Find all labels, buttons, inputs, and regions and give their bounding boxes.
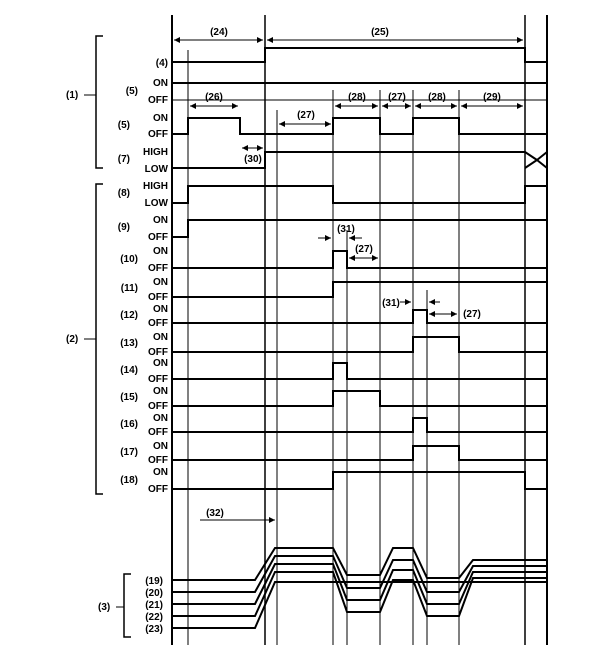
- row-label-r7-off: LOW: [145, 164, 169, 175]
- label-27c: (27): [355, 244, 373, 255]
- row-label-r13-off: OFF: [148, 347, 168, 358]
- row-labels: (4) (5) ON OFF (5) ON OFF (7) HIGH LOW (…: [118, 58, 169, 635]
- row-label-r18-off: OFF: [148, 484, 168, 495]
- wave-r14: [172, 362, 547, 380]
- waveforms: [172, 47, 548, 490]
- wave-r9: [172, 219, 547, 238]
- wave-r18: [172, 471, 547, 490]
- wave-r15: [172, 390, 547, 407]
- wave-r7: [172, 151, 548, 169]
- interval-labels: (24) (25) (26) (27) (28) (27) (28) (29) …: [205, 27, 501, 519]
- row-label-r13-num: (13): [120, 338, 138, 349]
- row-label-r9-off: OFF: [148, 232, 168, 243]
- row-label-r8-on: HIGH: [143, 181, 168, 192]
- row-label-r11-off: OFF: [148, 292, 168, 303]
- bracket-group-3: [123, 573, 131, 638]
- row-label-r4-num: (4): [156, 58, 168, 69]
- label-31a: (31): [337, 224, 355, 235]
- row-label-r12-off: OFF: [148, 318, 168, 329]
- wave-r13: [172, 336, 547, 353]
- wave-r12: [172, 309, 547, 324]
- label-30: (30): [244, 154, 262, 165]
- group-label-2: (2): [66, 334, 78, 345]
- curve-21: [172, 563, 547, 605]
- row-label-r12-on: ON: [153, 304, 168, 315]
- row-label-r16-num: (16): [120, 419, 138, 430]
- row-label-r18-on: ON: [153, 467, 168, 478]
- row-label-r10-num: (10): [120, 254, 138, 265]
- label-27b: (27): [388, 92, 406, 103]
- row-label-r5b-off: OFF: [148, 129, 168, 140]
- row-label-r16-off: OFF: [148, 427, 168, 438]
- bracket-group-1: [95, 35, 103, 169]
- row-label-r18-num: (18): [120, 475, 138, 486]
- row-label-r8-num: (8): [118, 188, 130, 199]
- label-31b: (31): [382, 298, 400, 309]
- wave-r17: [172, 445, 547, 461]
- dimension-arrows: [174, 37, 523, 523]
- row-label-r13-on: ON: [153, 332, 168, 343]
- row-label-r5b-num: (5): [118, 120, 130, 131]
- wave-r16: [172, 417, 547, 433]
- row-label-r17-num: (17): [120, 447, 138, 458]
- wave-r11: [172, 281, 547, 298]
- group-label-3: (3): [98, 602, 110, 613]
- curve-20: [172, 555, 547, 593]
- wave-r4: [172, 47, 547, 63]
- row-label-r7-on: HIGH: [143, 147, 168, 158]
- group-label-1: (1): [66, 90, 78, 101]
- row-label-r5a-num: (5): [126, 86, 138, 97]
- row-label-r17-on: ON: [153, 441, 168, 452]
- label-28a: (28): [348, 92, 366, 103]
- label-25: (25): [371, 27, 389, 38]
- label-32: (32): [206, 508, 224, 519]
- label-26: (26): [205, 92, 223, 103]
- label-27d: (27): [463, 309, 481, 320]
- row-label-r5a-on: ON: [153, 78, 168, 89]
- label-27a: (27): [297, 110, 315, 121]
- row-label-r16-on: ON: [153, 413, 168, 424]
- analog-curves: [172, 547, 547, 629]
- wave-r8: [172, 185, 547, 204]
- row-label-r14-num: (14): [120, 365, 138, 376]
- row-label-r11-on: ON: [153, 277, 168, 288]
- row-label-r9-on: ON: [153, 215, 168, 226]
- row-label-20: (20): [145, 588, 163, 599]
- label-29: (29): [483, 92, 501, 103]
- row-label-r15-on: ON: [153, 386, 168, 397]
- row-label-r10-on: ON: [153, 246, 168, 257]
- row-label-r5a-off: OFF: [148, 95, 168, 106]
- row-label-r7-num: (7): [118, 154, 130, 165]
- wave-r5b: [172, 117, 547, 135]
- row-label-r12-num: (12): [120, 310, 138, 321]
- row-label-r11-num: (11): [121, 283, 138, 294]
- row-label-r8-off: LOW: [145, 198, 169, 209]
- row-label-19: (19): [145, 576, 163, 587]
- reference-lines: [171, 15, 548, 645]
- row-label-22: (22): [145, 612, 163, 623]
- row-label-r10-off: OFF: [148, 263, 168, 274]
- label-28b: (28): [428, 92, 446, 103]
- row-label-r17-off: OFF: [148, 455, 168, 466]
- row-label-r15-off: OFF: [148, 401, 168, 412]
- label-24: (24): [210, 27, 228, 38]
- bracket-group-2: [95, 183, 103, 495]
- curve-22: [172, 571, 547, 617]
- curve-19: [172, 547, 547, 581]
- row-label-r14-on: ON: [153, 358, 168, 369]
- row-label-r9-num: (9): [118, 222, 130, 233]
- row-label-r5b-on: ON: [153, 113, 168, 124]
- row-label-21: (21): [145, 600, 163, 611]
- row-label-23: (23): [145, 624, 163, 635]
- row-label-r15-num: (15): [120, 392, 138, 403]
- curve-23: [172, 581, 547, 629]
- row-label-r14-off: OFF: [148, 374, 168, 385]
- wave-r10: [172, 250, 547, 269]
